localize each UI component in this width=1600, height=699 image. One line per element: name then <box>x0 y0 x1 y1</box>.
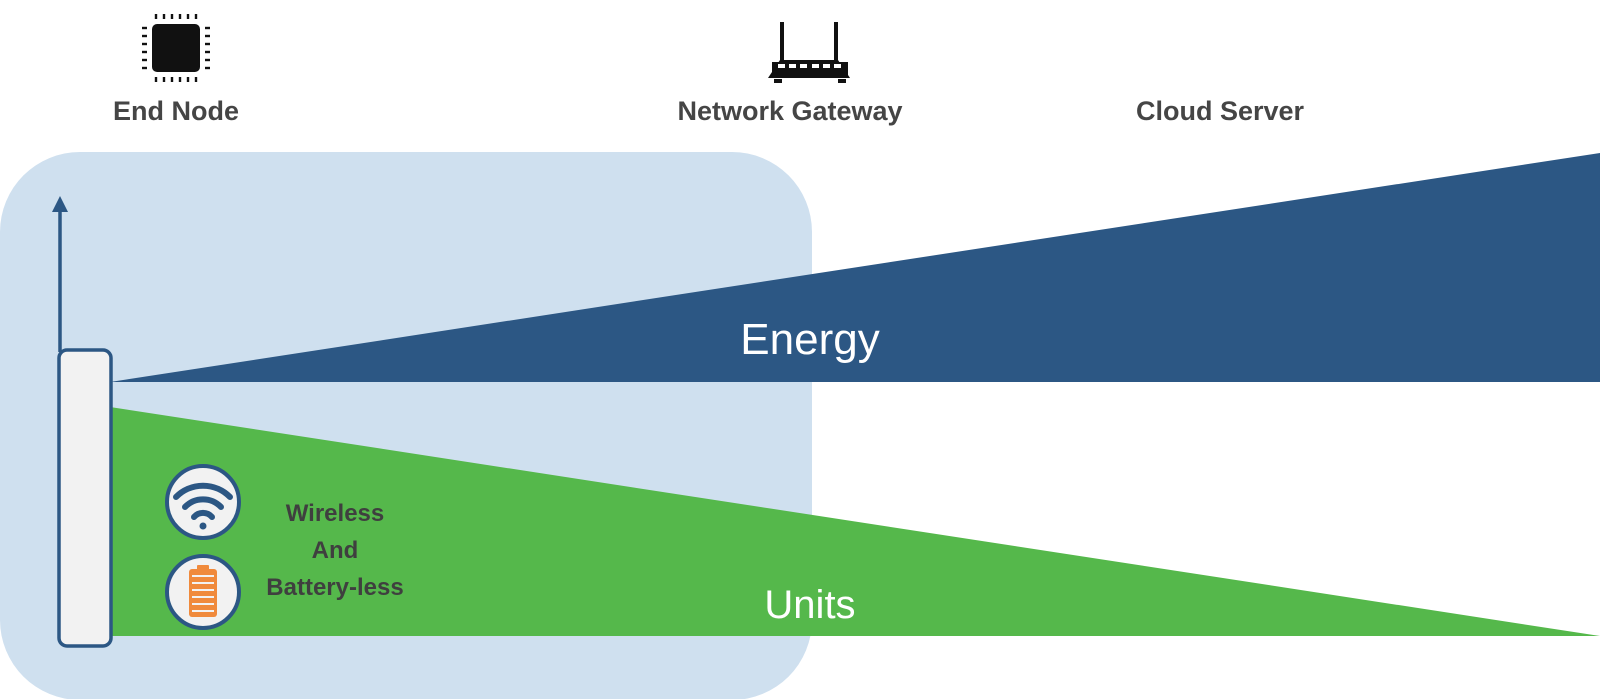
router-icon <box>768 22 850 83</box>
network-gateway-title: Network Gateway <box>677 96 903 126</box>
end-node-bar <box>57 348 113 648</box>
wifi-icon <box>165 464 241 540</box>
feature-line-batteryless: Battery-less <box>266 574 403 601</box>
units-wedge <box>110 407 1600 636</box>
feature-line-and: And <box>312 537 359 564</box>
energy-wedge <box>110 153 1600 382</box>
cloud-server-title: Cloud Server <box>1135 96 1305 126</box>
microchip-icon <box>142 14 210 82</box>
feature-line-wireless: Wireless <box>286 500 385 527</box>
battery-icon <box>165 554 241 630</box>
units-label: Units <box>764 583 855 627</box>
end-node-title: End Node <box>113 96 239 126</box>
energy-label: Energy <box>740 315 879 364</box>
axis-arrow-head <box>52 196 68 212</box>
